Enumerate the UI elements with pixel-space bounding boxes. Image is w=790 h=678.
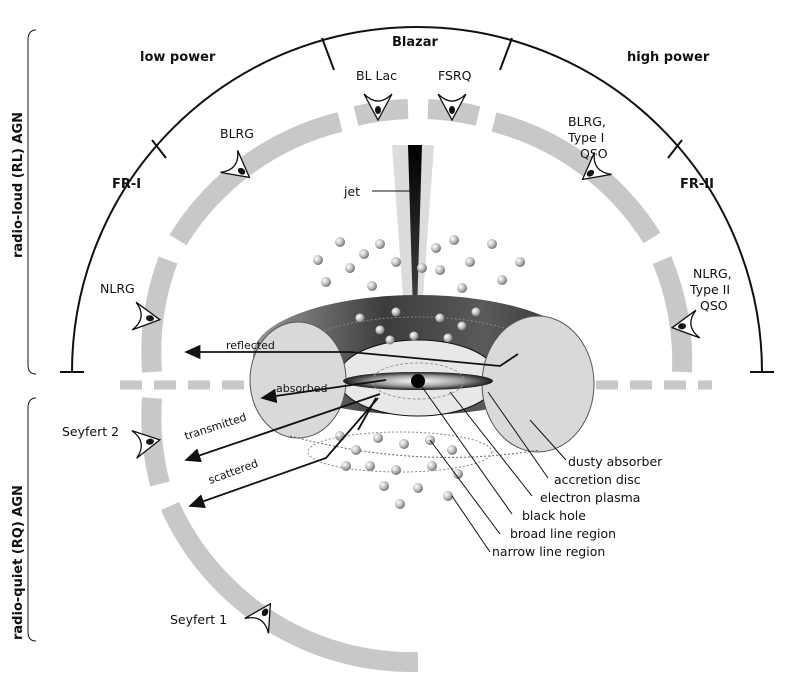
dusty-absorber-right [481, 315, 595, 453]
arc-tick-blazar-right [499, 37, 513, 71]
eye-icon-nlrg-left [131, 301, 162, 331]
narrow-line-region-clouds-upper [313, 235, 525, 293]
blrg-left-label: BLRG [220, 126, 254, 141]
electron-plasma [371, 362, 465, 400]
arc-tick-fr2 [667, 139, 683, 159]
rq-brace [27, 397, 37, 642]
blazar-label: Blazar [392, 35, 438, 50]
radio-loud-label: radio-loud (RL) AGN [11, 112, 26, 258]
component-accretion-disc: accretion disc [554, 472, 641, 487]
nlrg-left-label: NLRG [100, 281, 135, 296]
reflected-label: reflected [226, 339, 275, 352]
blrg-right-label-2: Type I [567, 130, 604, 145]
radio-quiet-label: radio-quiet (RQ) AGN [11, 485, 26, 640]
broad-line-region-clouds [355, 307, 481, 345]
fr2-label: FR-II [680, 177, 714, 192]
component-leaders [419, 383, 567, 553]
rays [184, 344, 519, 508]
torus-bottom [289, 435, 541, 458]
bl-lac-label: BL Lac [356, 68, 397, 83]
eye-icon-seyfert2 [131, 430, 162, 459]
narrow-line-region-clouds-lower [335, 431, 463, 509]
eye-icon-nlrg-right [670, 309, 701, 339]
transmitted-label: transmitted [183, 411, 248, 443]
scattered-label: scattered [207, 457, 260, 487]
jet-label: jet [343, 184, 360, 199]
low-power-label: low power [140, 50, 216, 65]
blrg-right-label-1: BLRG, [568, 114, 606, 129]
component-broad-line-region: broad line region [510, 526, 616, 541]
nlrg-right-label-3: QSO [700, 298, 728, 313]
power-arc [71, 26, 763, 373]
absorbed-label: absorbed [276, 382, 327, 395]
fr1-label: FR-I [112, 177, 141, 192]
eye-icon-seyfert1 [244, 602, 272, 634]
component-black-hole: black hole [522, 508, 586, 523]
nlrg-right-label-2: Type II [689, 282, 730, 297]
seyfert2-label: Seyfert 2 [62, 424, 119, 439]
seyfert1-label: Seyfert 1 [170, 612, 227, 627]
high-power-label: high power [627, 50, 710, 65]
fsrq-label: FSRQ [438, 68, 472, 83]
eye-icon-fsrq [437, 93, 467, 122]
arc-tick-fr1 [151, 139, 167, 159]
black-hole [411, 374, 425, 388]
nlrg-right-label-1: NLRG, [693, 266, 732, 281]
component-electron-plasma: electron plasma [540, 490, 640, 505]
component-narrow-line-region: narrow line region [492, 544, 605, 559]
rl-brace [27, 29, 37, 375]
eye-icon-bl-lac [363, 93, 393, 122]
arc-tick-blazar-left [321, 37, 335, 71]
eye-icon-blrg-right [581, 152, 612, 181]
nlr-dotted-outline [307, 431, 493, 473]
jet [408, 145, 422, 380]
component-dusty-absorber: dusty absorber [568, 454, 663, 469]
eye-icon-blrg-left [220, 150, 251, 179]
